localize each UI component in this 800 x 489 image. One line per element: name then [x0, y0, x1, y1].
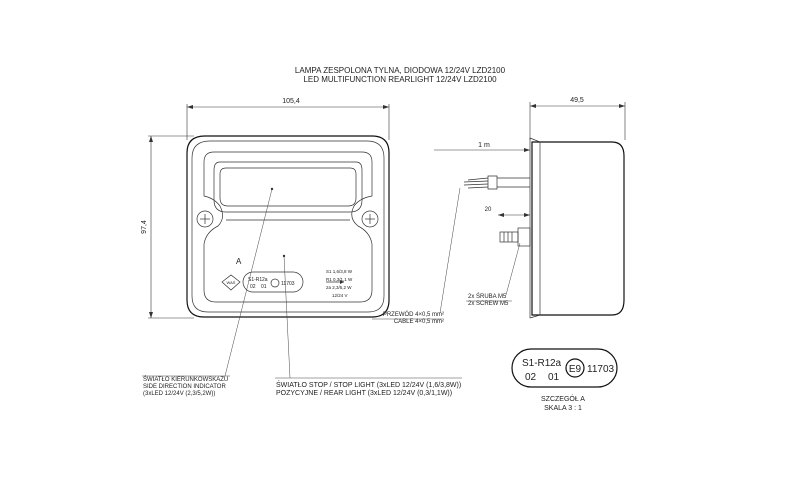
detail-row2-code: 02 — [525, 372, 537, 383]
front-approval-number: 11703 — [281, 281, 295, 287]
spec-2a: 2a 2,3/5,2 W — [326, 285, 352, 290]
front-row1-code: S1-R1 — [248, 277, 262, 283]
detail-approval-mark: E9 — [569, 364, 582, 375]
indicator-callout-line3: (3xLED 12/24V (2,3/5,2W)) — [143, 391, 215, 397]
cable-length-label: 1 m — [478, 142, 490, 149]
right-screw-hole — [361, 210, 379, 228]
leader-lines — [224, 187, 521, 379]
stop-callout-line1: ŚWIATŁO STOP / STOP LIGHT (3xLED 12/24V … — [276, 380, 461, 389]
screw-callout-line1: 2x ŚRUBA M5 — [468, 292, 507, 300]
width-dimension: 105,4 — [186, 98, 390, 140]
height-dimension-label: 97,4 — [141, 220, 148, 234]
detail-row1-code: S1-R1 — [522, 358, 551, 369]
indicator-callout-line2: SIDE DIRECTION INDICATOR — [143, 384, 226, 390]
depth-dimension: 49,5 — [529, 97, 626, 140]
indicator-callout-line1: ŚWIATŁO KIERUNKOWSKAZU — [143, 375, 228, 383]
spec-voltage: 12/24 V — [332, 293, 348, 298]
cable-callout-line2: CABLE 4×0,5 mm² — [394, 319, 444, 325]
front-row2-class: 01 — [261, 284, 267, 290]
screw-callout-line2: 2x SCREW M5 — [468, 301, 509, 307]
left-screw-hole — [196, 210, 214, 228]
spec-r1: R1 0,3/1,1 W — [326, 277, 353, 282]
detail-row2-class: 01 — [548, 372, 560, 383]
stop-callout: ŚWIATŁO STOP / STOP LIGHT (3xLED 12/24V … — [275, 377, 462, 397]
logo-text: WAŚ — [227, 280, 236, 285]
width-dimension-label: 105,4 — [282, 98, 300, 105]
height-dimension: 97,4 — [141, 135, 194, 319]
title-line-1: LAMPA ZESPOLONA TYLNA, DIODOWA 12/24V LZ… — [295, 66, 506, 75]
lamp-side-view: 1 m 20 — [434, 137, 625, 319]
front-marking-group: A WAŚ S1-R1 2a 02 01 11703 S1 1,6/3,8 W … — [221, 257, 353, 298]
detail-title: SZCZEGÓŁ A — [541, 394, 585, 403]
front-row2-code: 02 — [250, 284, 256, 290]
screw-callout: 2x ŚRUBA M5 2x SCREW M5 — [466, 292, 512, 307]
spec-s1: S1 1,6/3,8 W — [326, 269, 353, 274]
detail-approval-number: 11703 — [587, 364, 615, 375]
stop-callout-line2: POZYCYJNE / REAR LIGHT (3xLED 12/24V (0,… — [276, 390, 452, 397]
lamp-front-view — [186, 135, 390, 318]
title-line-2: LED MULTIFUNCTION REARLIGHT 12/24V LZD21… — [303, 75, 497, 84]
detail-row1-class: 2a — [550, 358, 562, 369]
detail-scale: SKALA 3 : 1 — [544, 405, 582, 412]
front-row1-class: 2a — [262, 277, 268, 283]
detail-a-label: A — [236, 257, 242, 266]
indicator-callout: ŚWIATŁO KIERUNKOWSKAZU SIDE DIRECTION IN… — [142, 375, 230, 397]
screw-length-label: 20 — [485, 207, 492, 213]
cable-callout-line1: PRZEWÓD 4×0,5 mm² — [383, 311, 444, 318]
cable-callout: PRZEWÓD 4×0,5 mm² CABLE 4×0,5 mm² — [372, 311, 444, 325]
detail-a-marking: S1-R1 2a 02 01 E9 11703 — [511, 348, 618, 388]
depth-dimension-label: 49,5 — [570, 97, 584, 104]
